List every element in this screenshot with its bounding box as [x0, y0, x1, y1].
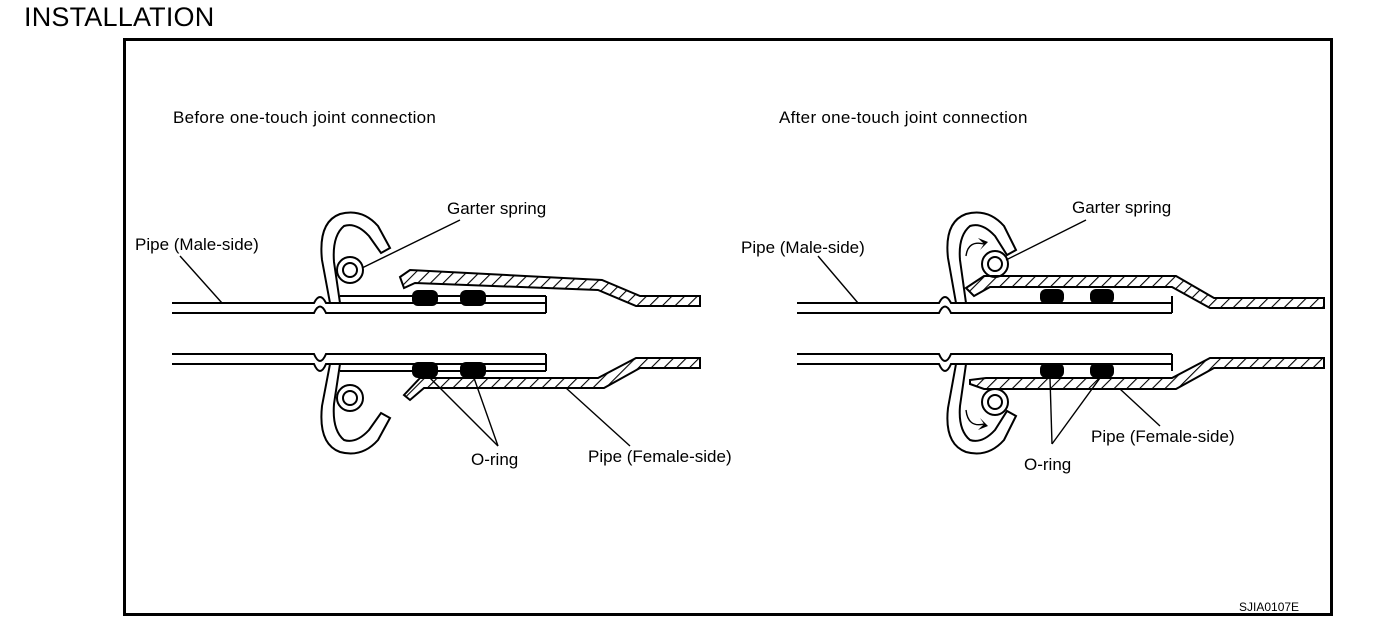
after-male-pipe-top-outer	[797, 296, 1172, 304]
before-o-ring-4	[460, 362, 486, 378]
after-male-pipe-bottom-inner	[797, 353, 1172, 362]
before-heading: Before one-touch joint connection	[173, 108, 436, 127]
after-female-pipe-bottom	[969, 357, 1325, 390]
after-arrow-upper-icon	[965, 242, 985, 257]
section-title: INSTALLATION	[24, 2, 215, 32]
after-o-ring-label: O-ring	[1024, 455, 1071, 474]
before-o-ring-2	[460, 290, 486, 306]
before-male-pipe-bottom-outer	[172, 363, 546, 372]
after-o-ring-2	[1090, 289, 1114, 304]
after-arrow-lower-icon	[965, 409, 985, 426]
after-clip-upper	[946, 211, 1018, 304]
after-male-pipe-top-inner	[797, 305, 1172, 314]
before-pipe-female-label: Pipe (Female-side)	[588, 447, 732, 466]
after-clip-lower	[946, 363, 1018, 455]
before-pipe-male-label: Pipe (Male-side)	[135, 235, 259, 254]
figure-code: SJIA0107E	[1239, 600, 1299, 614]
after-female-pipe-top	[964, 275, 1325, 309]
before-clip-lower	[320, 363, 392, 455]
after-garter-spring-upper	[981, 250, 1009, 278]
before-o-ring-3	[412, 362, 438, 378]
after-male-pipe-bottom-outer	[797, 363, 1172, 372]
before-garter-spring-label: Garter spring	[447, 199, 546, 218]
before-o-ring-label: O-ring	[471, 450, 518, 469]
after-heading: After one-touch joint connection	[779, 108, 1028, 127]
after-garter-spring-lower	[981, 388, 1009, 416]
before-male-pipe-bottom-inner	[172, 353, 546, 362]
before-garter-spring-upper	[336, 256, 364, 284]
before-female-pipe-bottom	[402, 357, 701, 402]
after-o-ring-4	[1090, 363, 1114, 378]
before-male-pipe-top-outer	[172, 296, 546, 304]
before-o-ring-1	[412, 290, 438, 306]
before-male-pipe-top-inner	[172, 305, 546, 314]
diagram-frame	[123, 38, 1333, 616]
before-female-pipe-top	[398, 268, 701, 307]
before-illustration	[172, 211, 701, 455]
before-garter-spring-lower	[336, 384, 364, 412]
after-pipe-male-label: Pipe (Male-side)	[741, 238, 865, 257]
before-clip-upper	[320, 211, 392, 304]
after-pipe-female-label: Pipe (Female-side)	[1091, 427, 1235, 446]
after-garter-spring-label: Garter spring	[1072, 198, 1171, 217]
after-o-ring-3	[1040, 363, 1064, 378]
after-illustration	[797, 211, 1325, 455]
after-o-ring-1	[1040, 289, 1064, 304]
